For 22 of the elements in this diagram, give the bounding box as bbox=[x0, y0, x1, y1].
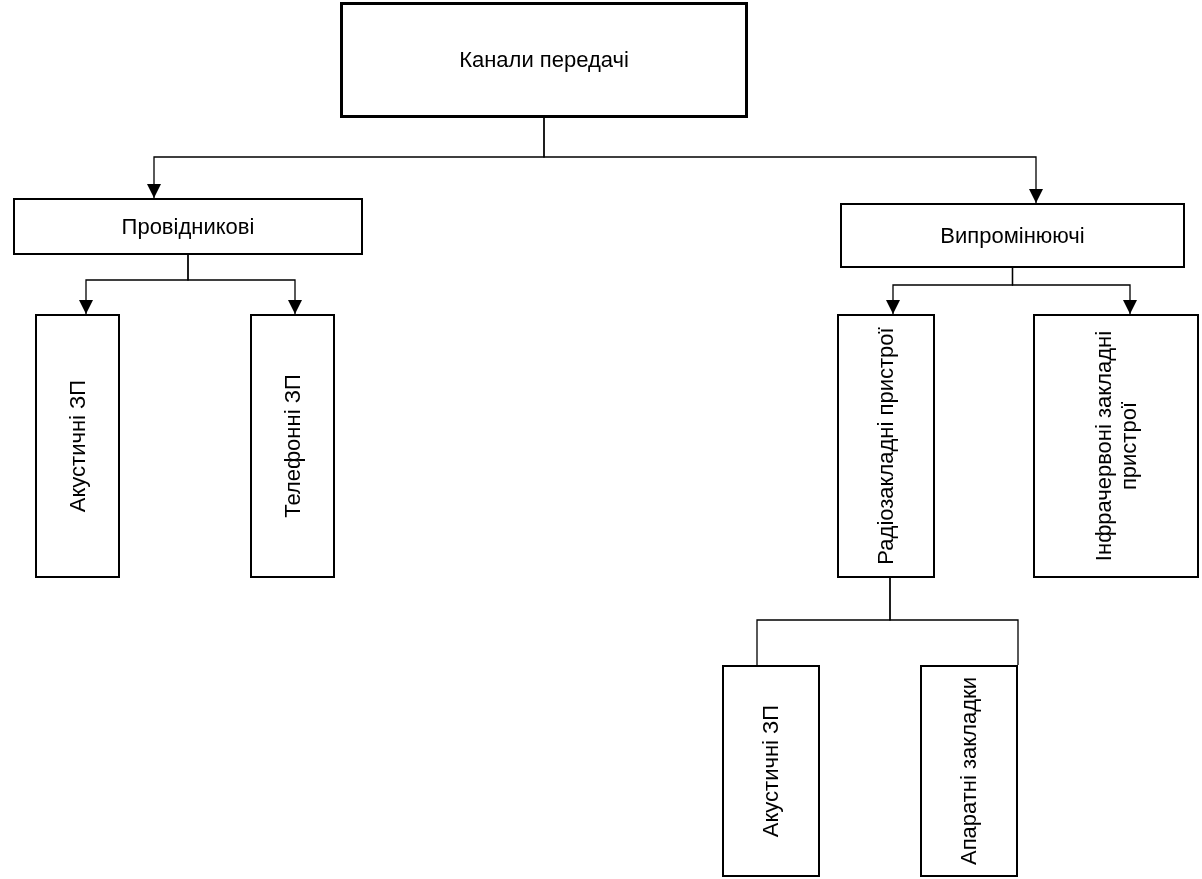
category-box bbox=[1033, 314, 1199, 578]
arrow bbox=[187, 254, 302, 315]
category-box bbox=[35, 314, 120, 578]
box-label: Випромінюючі bbox=[939, 222, 1086, 249]
box-label: Канали передачі bbox=[458, 47, 630, 73]
connector-line bbox=[889, 577, 1019, 666]
category-box bbox=[13, 198, 363, 255]
category-box bbox=[920, 665, 1018, 877]
category-box bbox=[837, 314, 935, 578]
category-box bbox=[340, 2, 748, 118]
category-box bbox=[722, 665, 820, 877]
arrow bbox=[543, 117, 1043, 204]
category-box bbox=[840, 203, 1185, 268]
box-label: Радіозакладні пристрої bbox=[873, 326, 899, 567]
arrow bbox=[1011, 267, 1137, 315]
box-label: Акустичні ЗП bbox=[758, 703, 784, 840]
box-label: Провідникові bbox=[120, 213, 256, 240]
box-label: Інфрачервоні закладні пристрої bbox=[1090, 329, 1142, 564]
box-label: Апаратні закладки bbox=[956, 675, 982, 867]
category-box bbox=[250, 314, 335, 578]
box-label: Телефонні ЗП bbox=[279, 373, 306, 520]
box-label: Акустичні ЗП bbox=[64, 378, 91, 515]
